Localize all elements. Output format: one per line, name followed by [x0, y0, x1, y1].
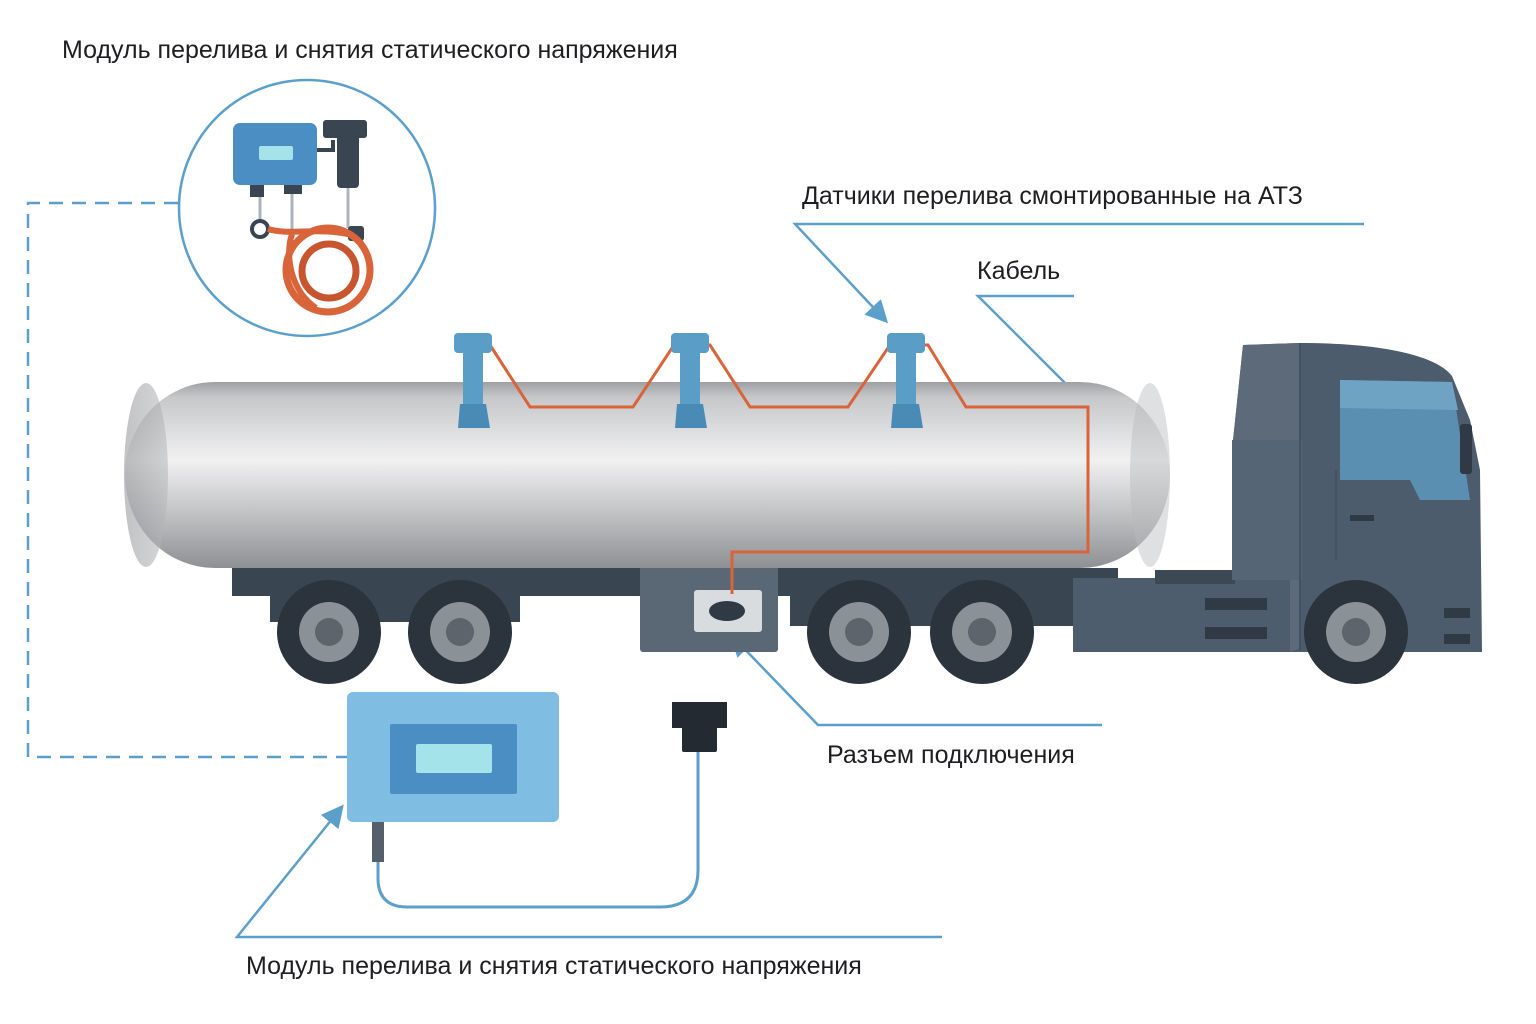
- connector-leader-line: [729, 633, 1102, 727]
- tank-body: [124, 382, 1170, 568]
- module-label-bottom: Модуль перелива и снятия статического на…: [246, 952, 862, 980]
- cable-leader-line: [974, 294, 1087, 405]
- tractor-cab: [1073, 343, 1482, 652]
- overfill-sensor-2: [671, 333, 709, 428]
- module-device-icon: [233, 120, 374, 316]
- trailer-wheel-2: [408, 580, 512, 684]
- overfill-sensor-3: [887, 333, 925, 428]
- trailer-wheel-1: [277, 580, 381, 684]
- cable-plug-icon: [672, 702, 727, 752]
- dashed-link-line: [26, 201, 348, 759]
- cable-line: [488, 343, 1090, 594]
- trailer-wheel-3: [807, 580, 911, 684]
- module-label-top: Модуль перелива и снятия статического на…: [62, 36, 678, 64]
- tanker-truck-icon: [124, 333, 1482, 684]
- module-leader-line: [234, 804, 942, 939]
- cab-wheel: [1304, 580, 1408, 684]
- trailer-wheel-4: [930, 580, 1034, 684]
- cab-window: [1340, 380, 1470, 500]
- cable-label: Кабель: [977, 257, 1061, 285]
- module-cable: [376, 752, 700, 909]
- sensors-leader-line: [792, 222, 1364, 324]
- overfill-sensor-1: [454, 333, 492, 428]
- connector-label: Разъем подключения: [827, 741, 1075, 769]
- control-module-icon: [347, 692, 559, 862]
- sensors-label: Датчики перелива смонтированные на АТЗ: [802, 182, 1303, 210]
- module-callout: [177, 78, 437, 338]
